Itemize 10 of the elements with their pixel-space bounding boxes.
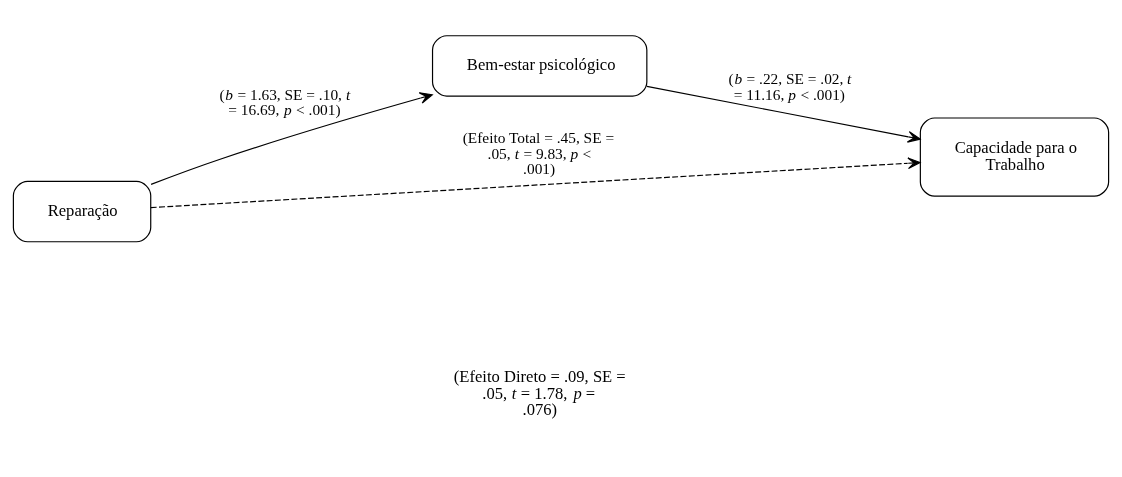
edge-label: (b = 1.63, SE = .10, t = 16.69, p < .001) <box>219 85 351 118</box>
arrow <box>150 157 921 209</box>
edge-label: (b = .22, SE = .02, t = 11.16, p < .001) <box>728 70 852 103</box>
arrow <box>150 92 433 185</box>
label: (Efeito Direto = .09, SE = .05, t = 1.78, p = .076) <box>453 367 626 420</box>
node-box: Reparação <box>12 180 152 243</box>
node-box: Capacidade para o Trabalho <box>919 117 1110 197</box>
arrow <box>646 85 921 143</box>
node-box: Bem-estar psicológico <box>431 35 648 97</box>
edge-label: (Efeito Total = .45, SE = .05, t = 9.83, p < .001) <box>462 129 615 178</box>
